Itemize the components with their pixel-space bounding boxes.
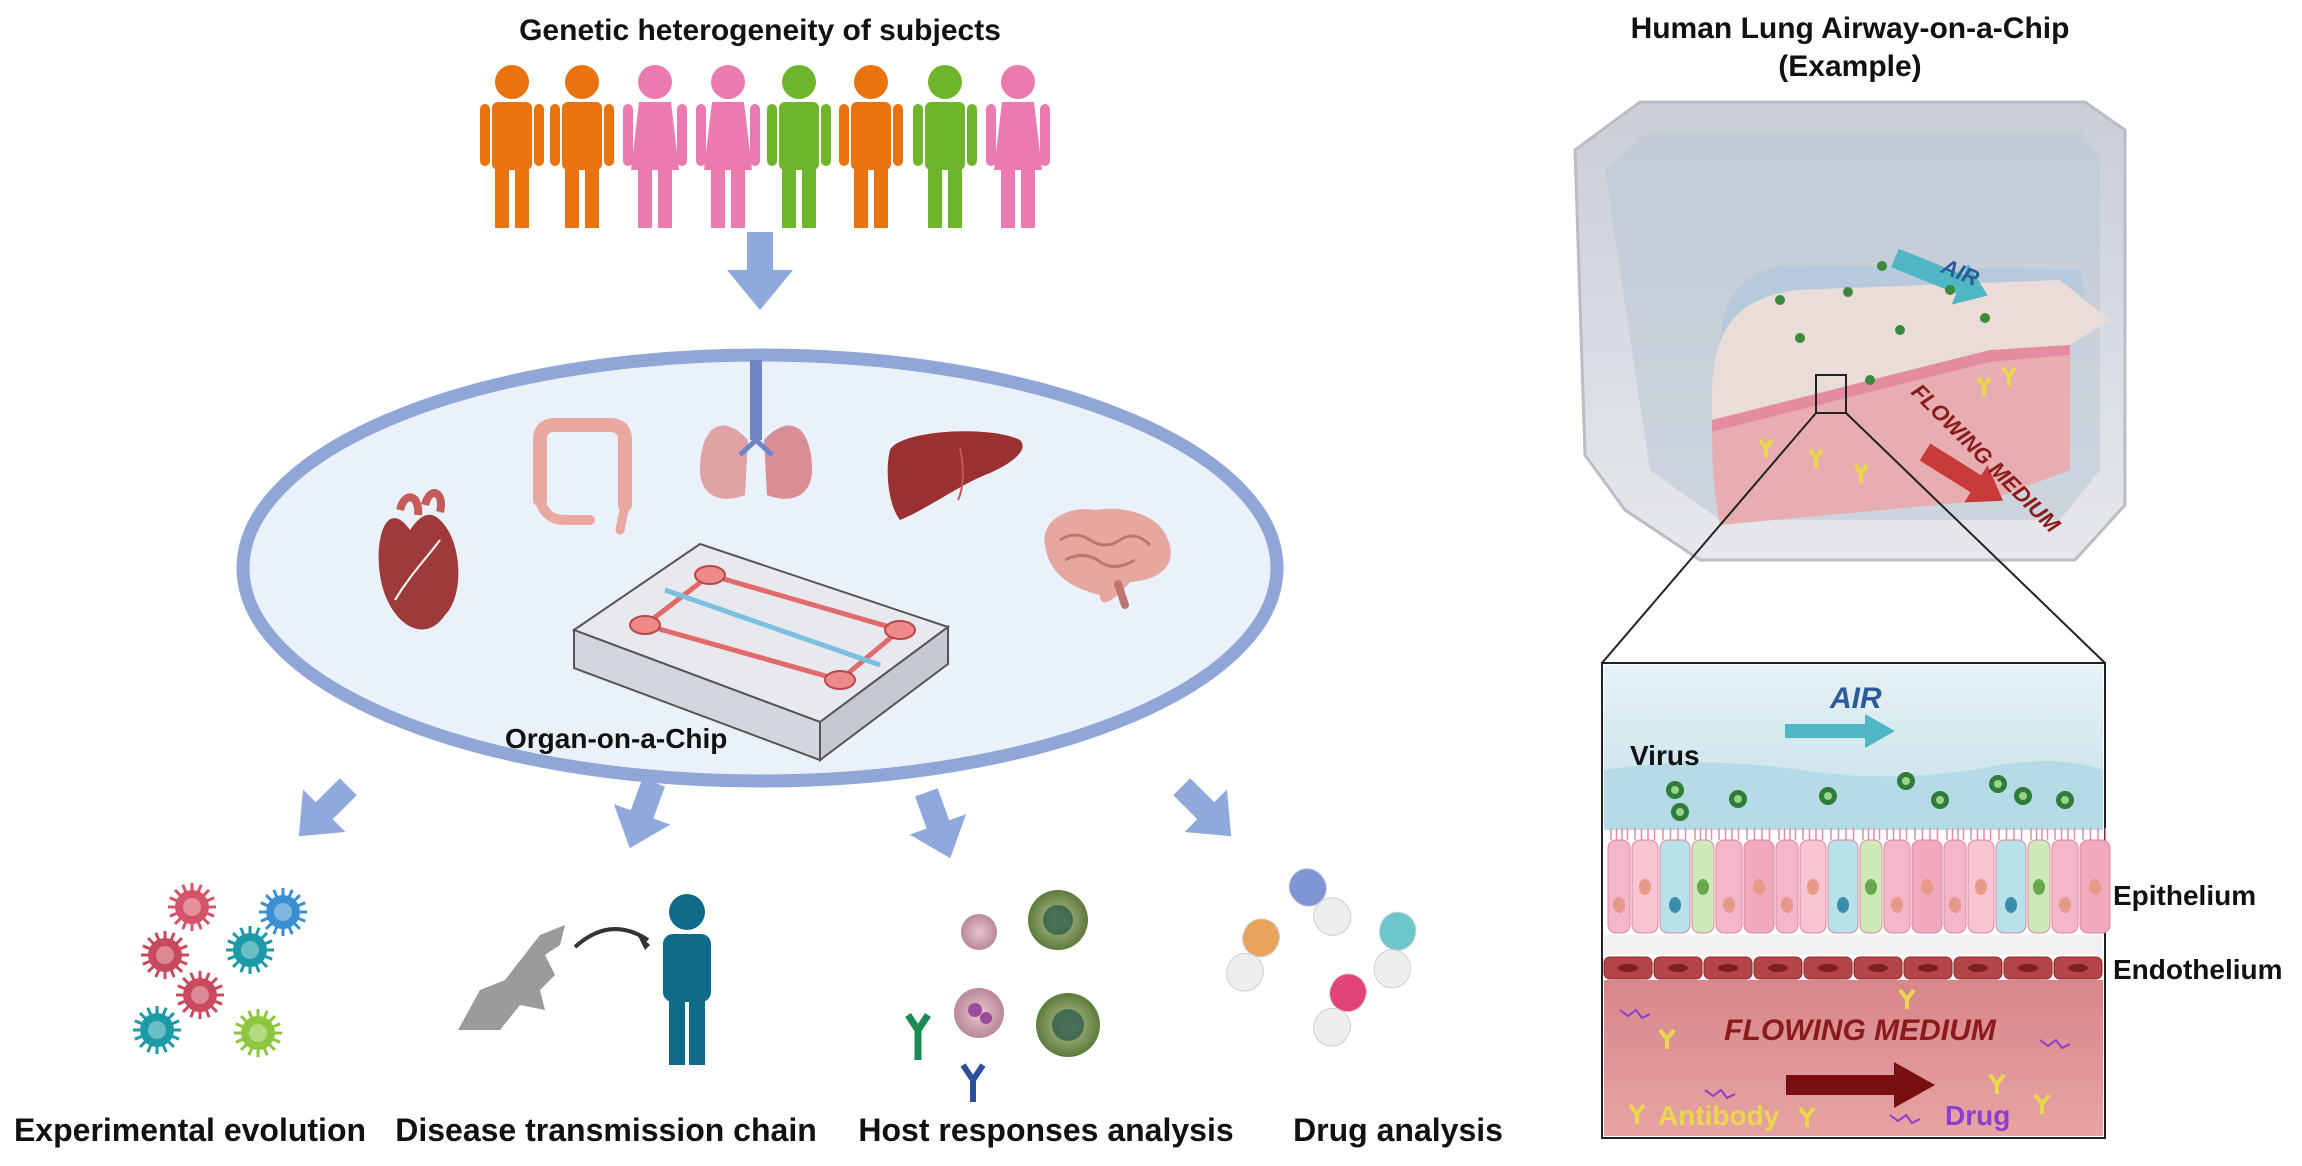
endothelium-label: Endothelium: [2113, 954, 2283, 985]
person-figure-4: [696, 65, 760, 228]
endothelial-cell-8: [1953, 956, 2003, 980]
epithelial-cell-1: [1607, 828, 1631, 934]
arrow-1-icon: [298, 778, 357, 837]
pills-icon: [1226, 868, 1417, 1047]
detail-antibodies-icon: [1628, 988, 2051, 1127]
endothelial-cell-7: [1903, 956, 1953, 980]
epithelial-cell-13: [1943, 828, 1967, 934]
lungs-icon: [700, 360, 812, 499]
chip-title-line2: (Example): [1778, 50, 1921, 83]
virus-particle-1: [168, 883, 216, 931]
epithelial-cell-2: [1631, 828, 1659, 934]
liver-icon: [887, 431, 1023, 520]
person-figure-6: [839, 65, 903, 228]
endothelial-cell-9: [2003, 956, 2053, 980]
bat-icon: [458, 925, 565, 1030]
arrow-2-icon: [613, 778, 671, 849]
detail-virus-particles: [1666, 772, 2074, 821]
drug-label: Drug: [1945, 1100, 2010, 1131]
detail-flow-arrow-icon: [1786, 1062, 1935, 1108]
arrow-4-icon: [1173, 778, 1232, 837]
brain-icon: [1044, 508, 1171, 609]
chip-title-line1: Human Lung Airway-on-a-Chip: [1631, 12, 2070, 45]
epithelial-cell-3: [1659, 828, 1691, 934]
epithelial-cell-7: [1775, 828, 1799, 934]
epithelial-cell-11: [1883, 828, 1911, 934]
endothelial-cell-3: [1703, 956, 1753, 980]
person-figure-7: [913, 65, 977, 228]
virus-particle-6: [133, 1006, 181, 1054]
outcome-label-3: Host responses analysis: [858, 1112, 1233, 1148]
zoom-line-left: [1601, 412, 1817, 664]
person-figure-5: [767, 65, 831, 228]
arrow-3-icon: [909, 788, 967, 859]
endothelial-cell-2: [1653, 956, 1703, 980]
outcome-label-2: Disease transmission chain: [395, 1112, 817, 1148]
epithelial-cell-9: [1827, 828, 1859, 934]
epithelial-cell-15: [1995, 828, 2027, 934]
epithelial-cell-17: [2051, 828, 2079, 934]
detail-air-label: AIR: [1829, 682, 1882, 715]
organ-on-chip-label: Organ-on-a-Chip: [505, 723, 727, 754]
person-icon: [663, 894, 711, 1065]
transmission-arrow-icon: [573, 927, 650, 949]
endothelial-cell-5: [1803, 956, 1853, 980]
epithelial-cell-4: [1691, 828, 1715, 934]
epithelial-cell-6: [1743, 828, 1775, 934]
heart-icon: [378, 489, 459, 630]
outcome-label-1: Experimental evolution: [14, 1112, 366, 1148]
people-title: Genetic heterogeneity of subjects: [519, 14, 1001, 47]
endothelial-cell-10: [2053, 956, 2103, 980]
person-figure-3: [623, 65, 687, 228]
epithelial-cell-12: [1911, 828, 1943, 934]
lung-chip-3d: AIR FLOWING MEDIUM: [1573, 100, 2127, 562]
virus-particle-7: [234, 1009, 282, 1057]
person-figure-1: [480, 65, 544, 228]
virus-particle-5: [176, 971, 224, 1019]
antibody-label: Antibody: [1658, 1100, 1780, 1131]
epithelial-cell-16: [2027, 828, 2051, 934]
branch-arrows: [298, 778, 1232, 859]
down-arrow-icon: [727, 232, 793, 310]
host-responses-icon: [905, 890, 1100, 1102]
epithelium-label: Epithelium: [2113, 880, 2256, 911]
virus-particle-3: [141, 931, 189, 979]
epithelial-cell-14: [1967, 828, 1995, 934]
organ-chip-icon: [571, 542, 951, 762]
zoom-line-right: [1845, 412, 2106, 664]
virus-cluster-icon: [133, 883, 307, 1057]
endothelial-cell-4: [1753, 956, 1803, 980]
detail-flowing-medium-label: FLOWING MEDIUM: [1724, 1014, 1997, 1047]
epithelial-cell-10: [1859, 828, 1883, 934]
epithelial-cell-8: [1799, 828, 1827, 934]
epithelial-cell-5: [1715, 828, 1743, 934]
intestine-icon: [533, 418, 632, 535]
endothelial-cell-1: [1603, 956, 1653, 980]
person-figure-8: [986, 65, 1050, 228]
endothelial-cell-6: [1853, 956, 1903, 980]
virus-particle-2: [259, 888, 307, 936]
virus-particle-4: [226, 926, 274, 974]
outcome-label-4: Drug analysis: [1293, 1112, 1503, 1148]
people-row: [480, 65, 1050, 228]
virus-label: Virus: [1630, 740, 1700, 771]
person-figure-2: [550, 65, 614, 228]
epithelial-cell-18: [2079, 828, 2111, 934]
detail-air-arrow-icon: [1785, 714, 1895, 748]
detail-drugs-icon: [1619, 1008, 2071, 1125]
